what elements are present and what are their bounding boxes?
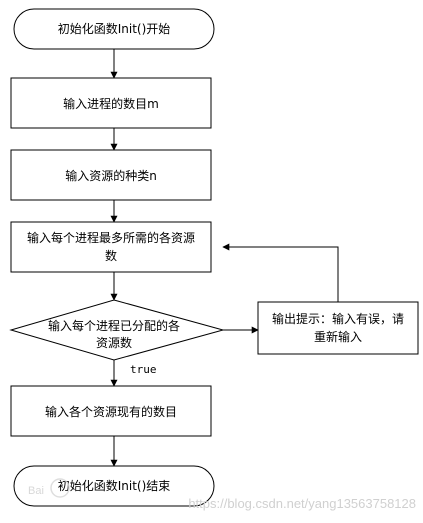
start-label: 初始化函数Init()开始 [58,21,171,36]
process-input-max-label-line2: 数 [105,248,117,263]
process-error-label-line1: 输出提示：输入有误，请 [272,311,404,326]
edge-error-loop-back [222,243,339,302]
decision-label-line2: 资源数 [96,335,132,350]
end-label: 初始化函数Init()结束 [58,478,171,493]
process-input-n-label: 输入资源的种类n [65,168,157,183]
edge-true-label: true [130,363,157,376]
process-input-max-label-line1: 输入每个进程最多所需的各资源 [27,230,195,245]
decision-label-line1: 输入每个进程已分配的各 [48,318,180,333]
baidu-paw-icon [50,478,70,498]
process-input-available-label: 输入各个资源现有的数目 [45,404,177,419]
process-input-max [10,221,212,273]
csdn-url-watermark: https://blog.csdn.net/yang13563758128 [188,496,416,511]
baidu-watermark-text: Bai [28,485,44,497]
process-input-available [10,385,212,437]
process-input-m [10,77,212,129]
process-error-message [257,301,419,355]
process-error-label-line2: 重新输入 [314,329,362,344]
process-input-m-label: 输入进程的数目m [63,96,159,111]
process-input-n [10,149,212,201]
baidu-watermark: Bai [28,478,70,498]
